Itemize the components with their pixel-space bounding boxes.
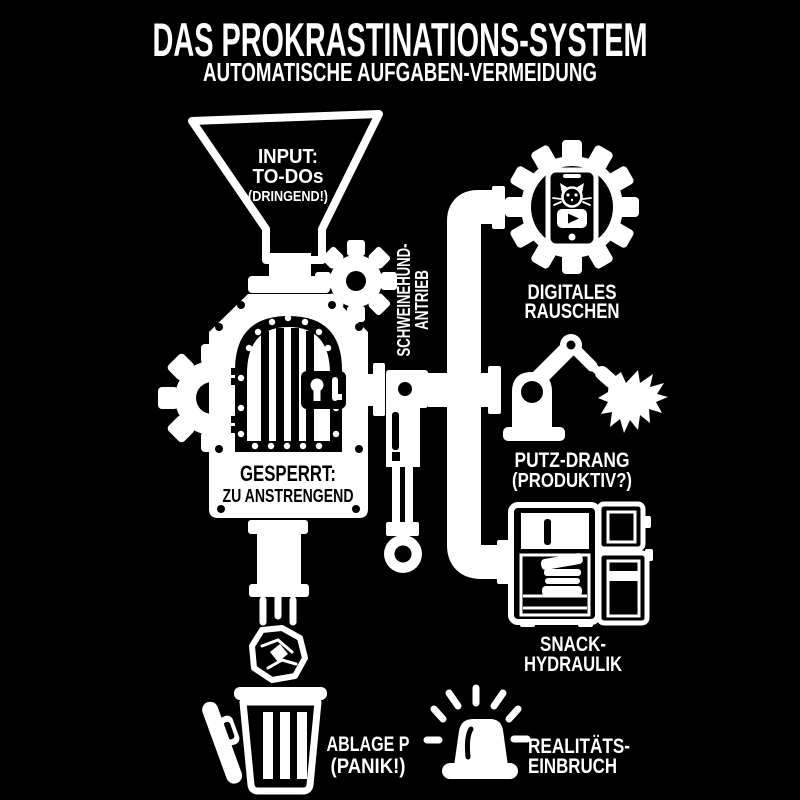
smartphone-icon: [545, 167, 599, 249]
svg-text:ABLAGE P: ABLAGE P: [327, 733, 410, 756]
svg-text:ANTRIEB: ANTRIEB: [412, 270, 432, 330]
siren-rays: [423, 684, 531, 744]
robot-arm-duster-icon: PUTZ-DRANG (PRODUKTIV?): [503, 334, 668, 492]
fridge-sandwich-icon: SNACK- HYDRAULIK: [508, 501, 653, 676]
drive-label: SCHWEINEHUND- ANTRIEB: [394, 243, 432, 356]
cleaning-label: PUTZ-DRANG (PRODUKTIV?): [512, 449, 632, 492]
padlock-icon: [301, 371, 346, 409]
page-title: DAS PROKRASTINATIONS-SYSTEM: [153, 13, 648, 66]
alarm-label: REALITÄTS- EINBRUCH: [528, 735, 630, 778]
piston-icon: [384, 370, 428, 573]
output-chute: [248, 520, 309, 597]
svg-text:HYDRAULIK: HYDRAULIK: [524, 653, 622, 676]
fridge-doors: [596, 501, 653, 626]
svg-text:(PRODUKTIV?): (PRODUKTIV?): [512, 469, 632, 492]
falling-motion-lines: [259, 590, 297, 626]
svg-text:EINBRUCH: EINBRUCH: [528, 755, 617, 778]
svg-text:(DRINGEND!): (DRINGEND!): [248, 189, 328, 205]
feather-duster-icon: [588, 362, 668, 433]
sandwich-icon: [540, 553, 583, 596]
locked-door-machine-icon: GESPERRT: ZU ANSTRENGEND: [209, 294, 368, 518]
digital-label: DIGITALES RAUSCHEN: [525, 281, 620, 323]
svg-text:SCHWEINEHUND-: SCHWEINEHUND-: [394, 243, 414, 356]
cat-face-icon: [552, 183, 592, 208]
trash-label: ABLAGE P (PANIK!): [327, 733, 410, 778]
trash-lid: [202, 701, 243, 784]
svg-text:(PANIK!): (PANIK!): [331, 755, 406, 778]
svg-text:DIGITALES: DIGITALES: [528, 281, 617, 304]
funnel-label: INPUT: TO-DOs (DRINGEND!): [248, 146, 328, 205]
header: DAS PROKRASTINATIONS-SYSTEM AUTOMATISCHE…: [153, 13, 648, 87]
svg-text:REALITÄTS-: REALITÄTS-: [528, 735, 630, 758]
play-button-icon: [557, 209, 587, 228]
pipe-network: [366, 186, 510, 584]
svg-text:INPUT:: INPUT:: [258, 146, 318, 168]
door-label: GESPERRT: ZU ANSTRENGEND: [223, 461, 354, 506]
rivets: [215, 301, 363, 513]
page-subtitle: AUTOMATISCHE AUFGABEN-VERMEIDUNG: [203, 57, 597, 87]
svg-text:RAUSCHEN: RAUSCHEN: [525, 300, 620, 323]
siren-icon: REALITÄTS- EINBRUCH: [423, 684, 630, 779]
smartphone-cat-video-icon: DIGITALES RAUSCHEN: [505, 140, 639, 323]
trash-output: ABLAGE P (PANIK!): [202, 590, 410, 795]
funnel-icon: INPUT: TO-DOs (DRINGEND!): [188, 110, 383, 293]
svg-text:ZU ANSTRENGEND: ZU ANSTRENGEND: [223, 485, 354, 506]
svg-text:TO-DOs: TO-DOs: [253, 166, 324, 188]
trash-can-icon: [202, 687, 327, 795]
svg-text:GESPERRT:: GESPERRT:: [240, 461, 336, 486]
crumpled-paper-icon: [249, 625, 308, 683]
svg-text:SNACK-: SNACK-: [540, 633, 606, 656]
svg-text:PUTZ-DRANG: PUTZ-DRANG: [515, 449, 630, 472]
snack-label: SNACK- HYDRAULIK: [524, 633, 622, 676]
